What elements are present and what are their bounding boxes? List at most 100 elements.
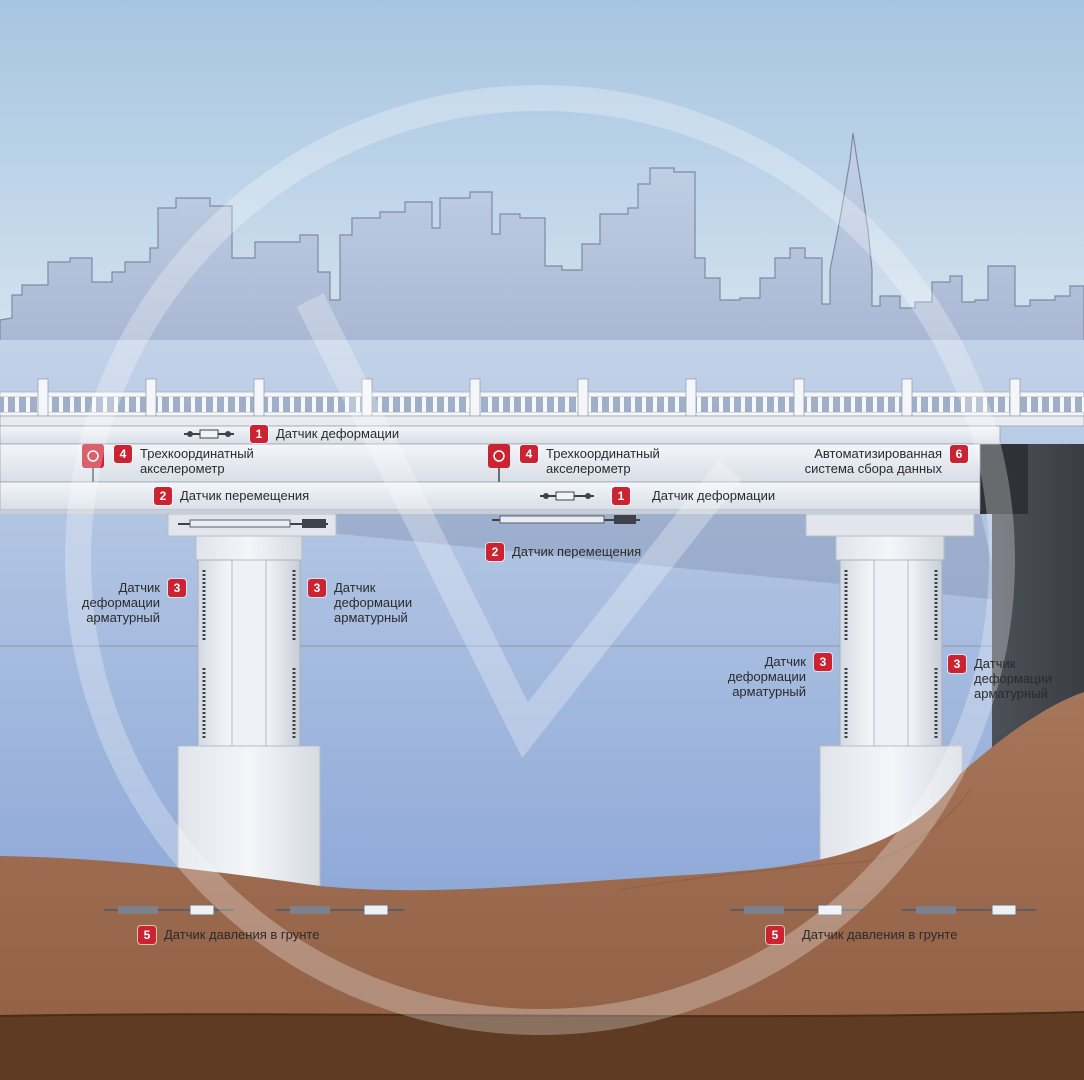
sensor-number-badge: 6 xyxy=(950,445,968,463)
sensor-number-badge: 4 xyxy=(520,445,538,463)
railing-baluster xyxy=(70,397,74,412)
sensor-number-badge: 3 xyxy=(308,579,326,597)
railing-baluster xyxy=(818,397,822,412)
label-line: Трехкоординатный xyxy=(546,446,660,461)
railing-baluster xyxy=(378,397,382,412)
railing-baluster xyxy=(499,397,503,412)
label-line: арматурный xyxy=(86,610,160,625)
railing-baluster xyxy=(675,397,679,412)
sensor-number-badge: 2 xyxy=(154,487,172,505)
railing-baluster xyxy=(730,397,734,412)
sensor-number-badge: 1 xyxy=(612,487,630,505)
label-line: арматурный xyxy=(974,686,1048,701)
railing-baluster xyxy=(158,397,162,412)
label-line: Датчик деформации xyxy=(652,488,776,503)
railing-baluster xyxy=(26,397,30,412)
railing-post xyxy=(901,378,913,417)
pier-left xyxy=(167,513,337,887)
railing-baluster xyxy=(840,397,844,412)
sensor-number-badge: 5 xyxy=(766,926,784,944)
label-line: Датчик перемещения xyxy=(512,544,642,559)
railing-baluster xyxy=(15,397,19,412)
callout-displacement-beam: 2 Датчик перемещения xyxy=(154,487,309,505)
railing-baluster xyxy=(1005,397,1009,412)
sensor-number-badge: 5 xyxy=(138,926,156,944)
railing-baluster xyxy=(433,397,437,412)
railing-post xyxy=(145,378,157,417)
railing-baluster xyxy=(1060,397,1064,412)
railing-baluster xyxy=(1082,397,1084,412)
railing-post xyxy=(685,378,697,417)
callout-label: Датчик давления в грунте xyxy=(164,926,319,942)
railing-post xyxy=(37,378,49,417)
railing-baluster xyxy=(92,397,96,412)
railing-post xyxy=(793,378,805,417)
displacement-sensor-icon xyxy=(492,515,640,524)
railing-baluster xyxy=(136,397,140,412)
sensor-number-badge: 1 xyxy=(250,425,268,443)
accelerometer-icon xyxy=(488,444,510,482)
railing-baluster xyxy=(642,397,646,412)
label-line: акселерометр xyxy=(546,461,631,476)
label-line: Трехкоординатный xyxy=(140,446,254,461)
label-line: Датчик давления в грунте xyxy=(164,927,320,942)
railing-baluster xyxy=(609,397,613,412)
railing-baluster xyxy=(554,397,558,412)
label-line: деформации xyxy=(974,671,1053,686)
label-line: система сбора данных xyxy=(804,461,942,476)
railing-baluster xyxy=(59,397,63,412)
railing-baluster xyxy=(334,397,338,412)
railing-baluster xyxy=(279,397,283,412)
callout-label: Датчик деформации xyxy=(276,425,399,441)
railing-baluster xyxy=(466,397,470,412)
bedrock xyxy=(0,1012,1084,1080)
callout-label: Датчик перемещения xyxy=(512,543,641,559)
railing-baluster xyxy=(444,397,448,412)
label-line: Датчик xyxy=(764,654,806,669)
railing-baluster xyxy=(400,397,404,412)
railing-baluster xyxy=(928,397,932,412)
sensor-number-badge: 4 xyxy=(114,445,132,463)
railing-post xyxy=(577,378,589,417)
railing-baluster xyxy=(213,397,217,412)
callout-label: Датчик давления в грунте xyxy=(802,926,957,942)
railing-baluster xyxy=(972,397,976,412)
label-line: Датчик xyxy=(118,580,160,595)
railing-baluster xyxy=(81,397,85,412)
sensor-number-badge: 3 xyxy=(814,653,832,671)
railing-baluster xyxy=(125,397,129,412)
railing-baluster xyxy=(411,397,415,412)
railing-baluster xyxy=(312,397,316,412)
label-line: Автоматизированная xyxy=(814,446,942,461)
railing-baluster xyxy=(697,397,701,412)
railing-baluster xyxy=(719,397,723,412)
railing-baluster xyxy=(587,397,591,412)
railing-baluster xyxy=(884,397,888,412)
railing-baluster xyxy=(180,397,184,412)
railing-baluster xyxy=(246,397,250,412)
railing-baluster xyxy=(345,397,349,412)
railing-baluster xyxy=(114,397,118,412)
railing-baluster xyxy=(224,397,228,412)
railing-baluster xyxy=(532,397,536,412)
railing-post xyxy=(253,378,265,417)
railing-baluster xyxy=(1027,397,1031,412)
callout-deformation-beam: 1 Датчик деформации xyxy=(612,487,775,505)
railing-baluster xyxy=(785,397,789,412)
strain-gauge-icon xyxy=(184,429,234,439)
bridge-railing xyxy=(0,391,1084,417)
railing-baluster xyxy=(389,397,393,412)
sensor-number-badge: 3 xyxy=(168,579,186,597)
railing-baluster xyxy=(862,397,866,412)
railing-baluster xyxy=(543,397,547,412)
label-line: Датчик перемещения xyxy=(180,488,310,503)
label-line: арматурный xyxy=(334,610,408,625)
